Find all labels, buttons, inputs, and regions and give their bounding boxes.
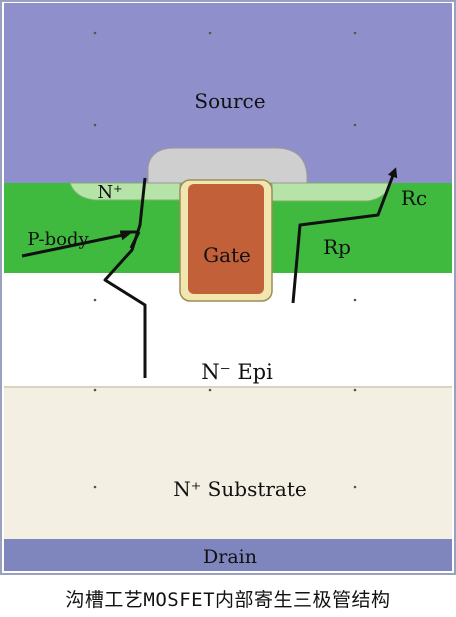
label-rc: Rc xyxy=(401,186,427,210)
figure-frame xyxy=(0,0,456,575)
p-body-arrow xyxy=(21,230,131,258)
gate-oxide-cap xyxy=(147,147,308,184)
label-gate: Gate xyxy=(203,243,251,267)
label-n-substrate: N⁺ Substrate xyxy=(173,477,306,501)
gate-region xyxy=(188,184,264,294)
label-drain: Drain xyxy=(203,546,257,568)
label-n-epi: N⁻ Epi xyxy=(201,360,273,384)
drain-region xyxy=(4,539,452,571)
collector-arrow xyxy=(291,167,398,304)
label-n-plus-top: N⁺ xyxy=(97,182,122,203)
n-plus-region-right xyxy=(271,182,393,202)
emitter-arrow xyxy=(103,177,147,378)
label-source: Source xyxy=(194,89,265,113)
n-plus-region-left xyxy=(69,182,181,201)
label-rp: Rp xyxy=(323,235,351,259)
figure-caption: 沟槽工艺MOSFET内部寄生三极管结构 xyxy=(65,589,391,611)
p-body-arrow-head-2 xyxy=(129,231,141,249)
label-p-body: P-body xyxy=(27,229,89,250)
mosfet-cross-section: Source N⁺ Rc P-body Gate Rp N⁻ Epi N⁺ Su… xyxy=(0,0,456,575)
n-substrate-region xyxy=(4,387,452,539)
